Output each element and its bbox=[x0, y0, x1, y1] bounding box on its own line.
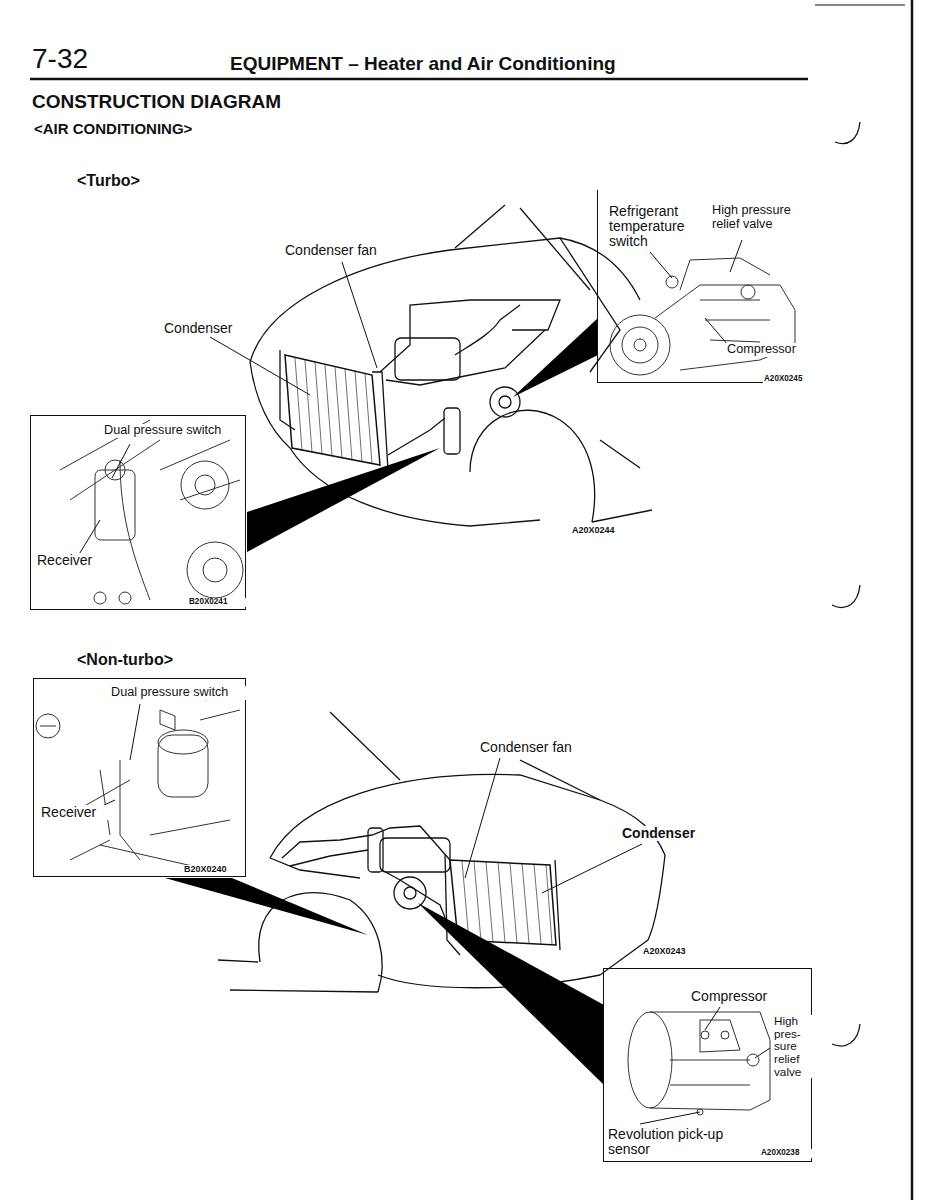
variant-heading: <Non-turbo> bbox=[75, 651, 175, 669]
section-subtitle: <AIR CONDITIONING> bbox=[32, 121, 194, 138]
part-name: Compressor bbox=[726, 343, 812, 357]
figure-code: A20X0238 bbox=[760, 1149, 812, 1158]
inset-photo: Dual pressure switchReceiverB20X0240 bbox=[33, 678, 246, 877]
figure-code: B20X0241 bbox=[188, 598, 246, 607]
figure-code: A20X0245 bbox=[763, 375, 813, 384]
inset-photo: Dual pressure switchReceiverB20X0241 bbox=[30, 415, 246, 610]
part-name: Receiver bbox=[36, 553, 108, 568]
part-name: Condenser bbox=[620, 826, 697, 841]
part-name: Condenser fan bbox=[478, 740, 574, 755]
page-number: 7-32 bbox=[30, 44, 90, 75]
part-name: Condenser bbox=[162, 321, 235, 336]
part-name: Condenser fan bbox=[283, 243, 379, 258]
figure-code: B20X0240 bbox=[183, 865, 241, 875]
part-name: High pres- sure relief valve bbox=[773, 1015, 813, 1078]
figure-code: A20X0243 bbox=[641, 947, 688, 957]
inset-photo: Refrigerant temperature switchHigh press… bbox=[597, 190, 812, 383]
inset-photo: CompressorHigh pres- sure relief valveRe… bbox=[603, 968, 812, 1162]
part-name: Dual pressure switch bbox=[110, 686, 247, 700]
part-name: Dual pressure switch bbox=[103, 424, 245, 438]
part-name: Compressor bbox=[690, 989, 782, 1004]
part-name: High pressure relief valve bbox=[711, 204, 813, 231]
part-name: Refrigerant temperature switch bbox=[608, 204, 710, 249]
part-name: Revolution pick-up sensor bbox=[607, 1127, 741, 1157]
section-header: EQUIPMENT – Heater and Air Conditioning bbox=[228, 54, 618, 75]
part-name: Receiver bbox=[40, 805, 112, 820]
variant-heading: <Turbo> bbox=[75, 172, 142, 190]
figure-code: A20X0244 bbox=[570, 526, 617, 536]
page-title: CONSTRUCTION DIAGRAM bbox=[32, 92, 281, 113]
